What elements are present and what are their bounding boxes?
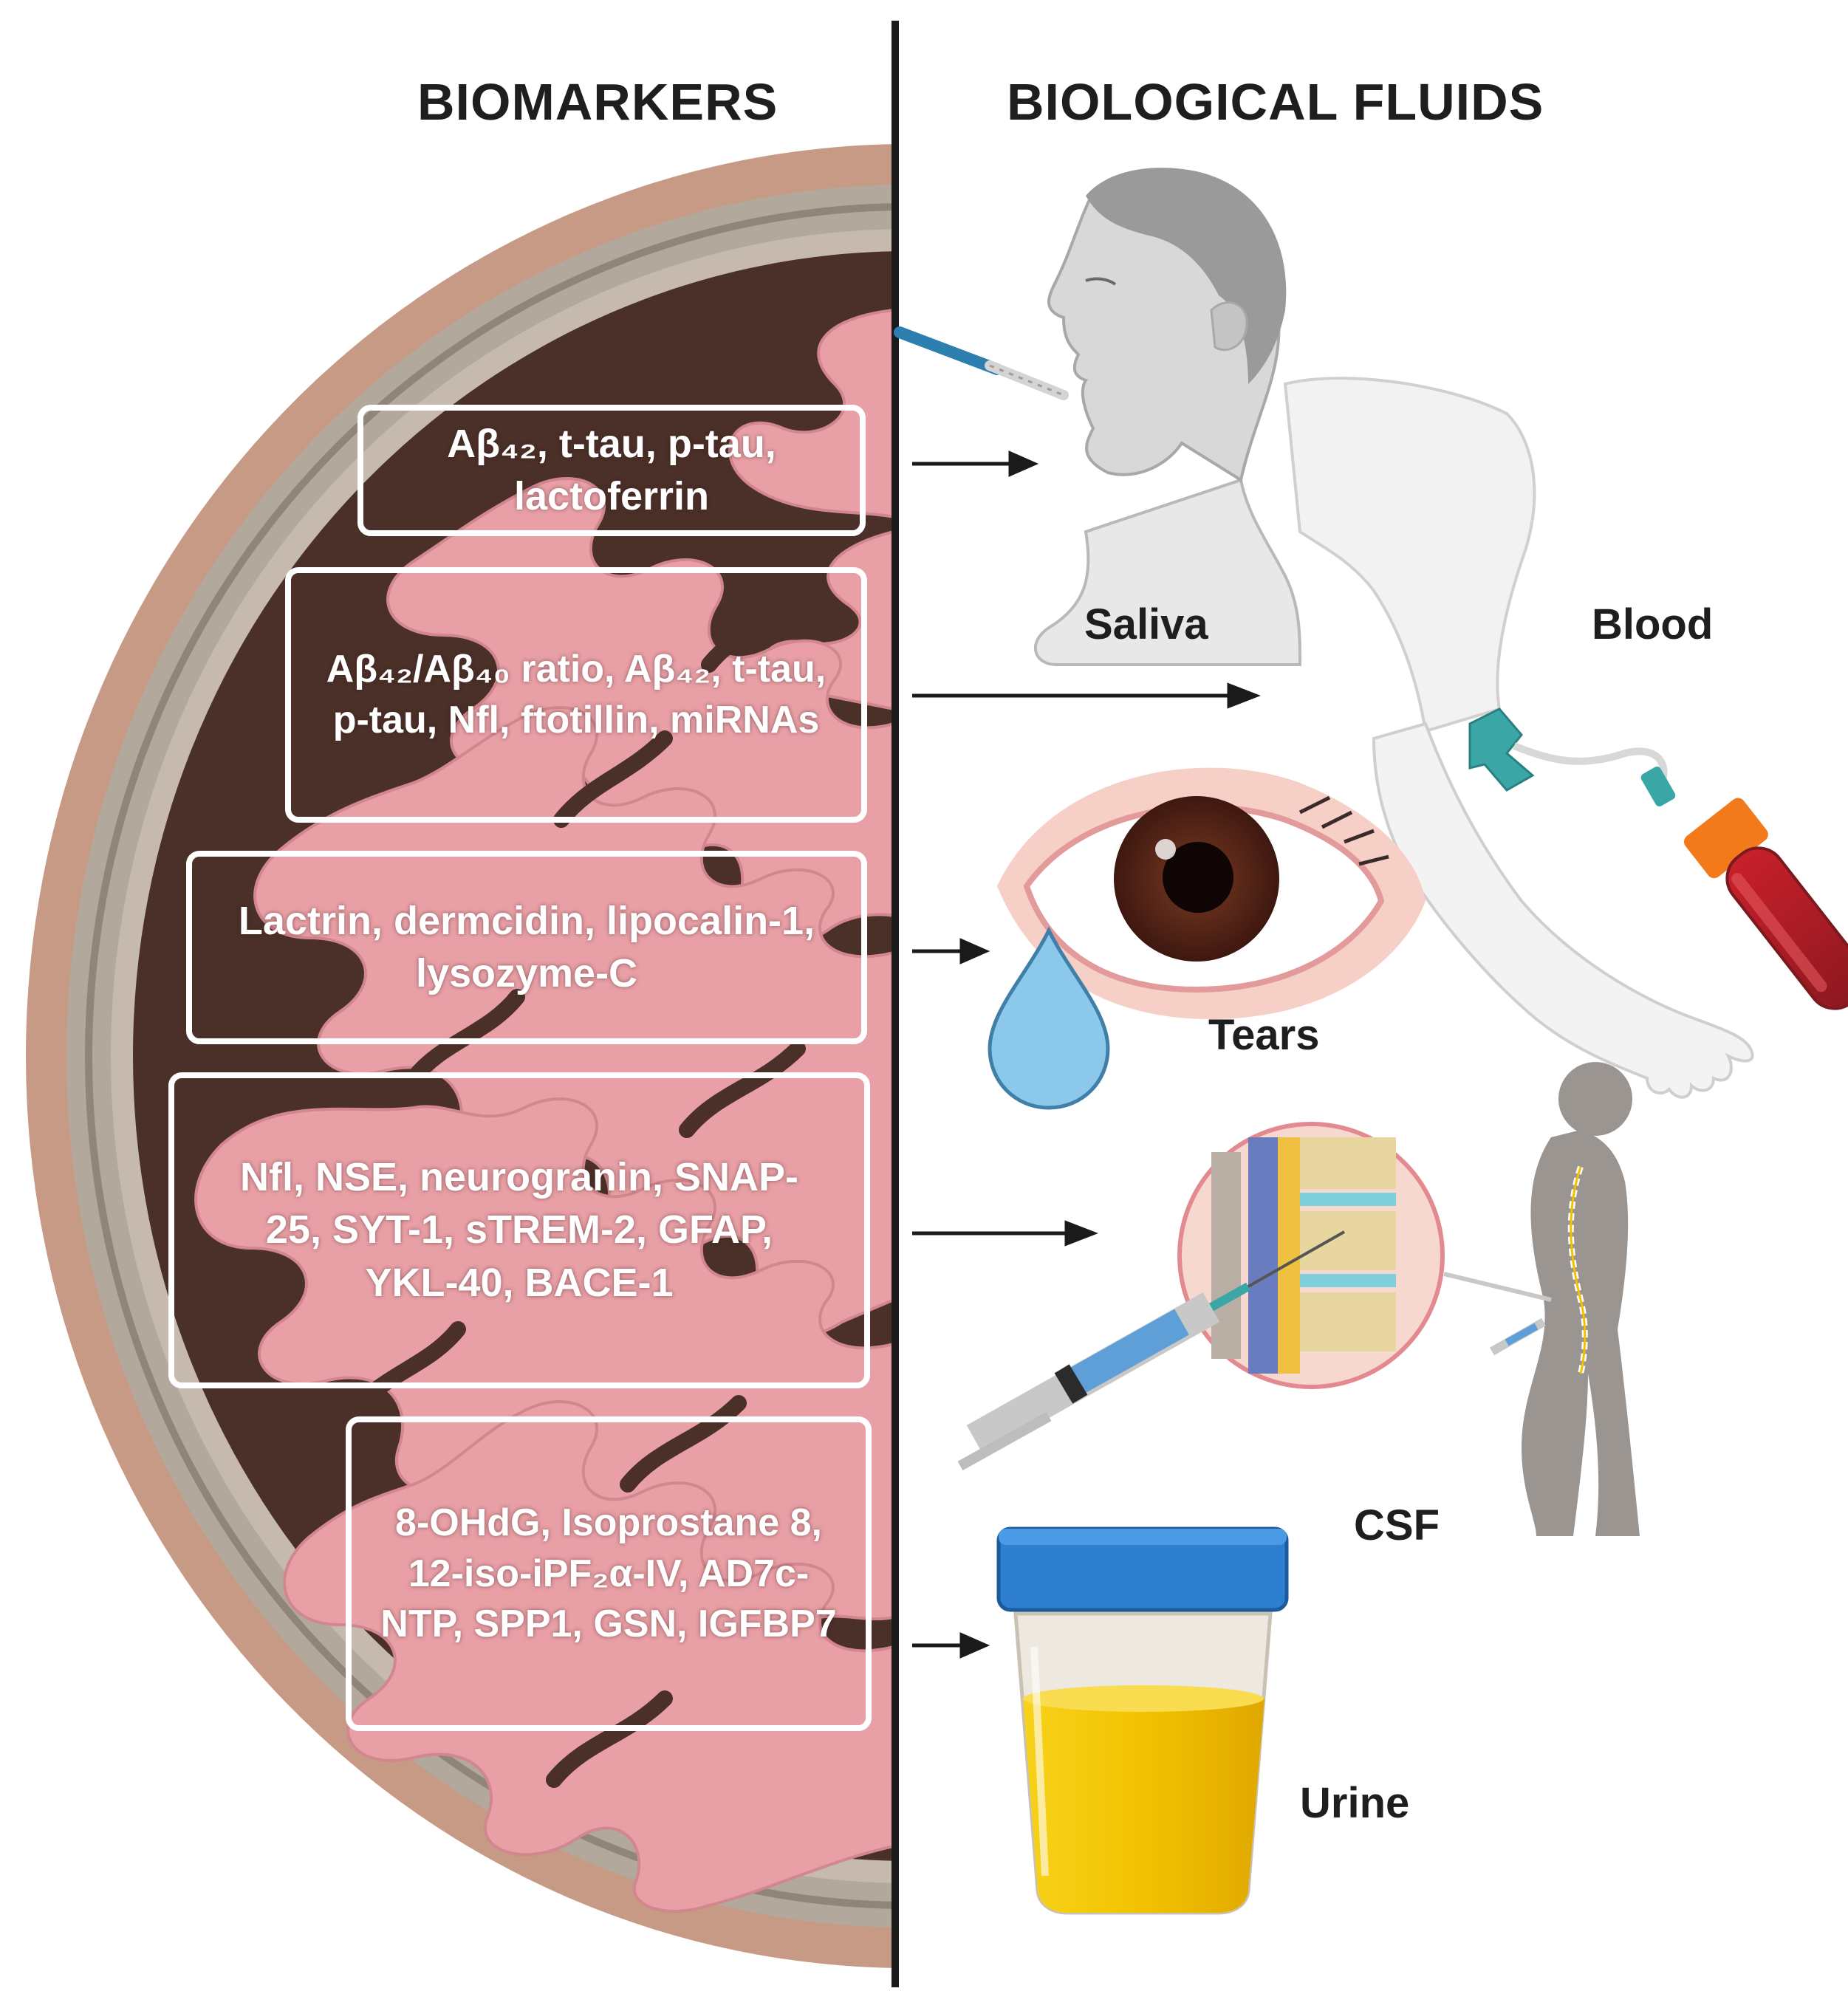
syringe-icon [957, 1230, 1345, 1471]
tears-label: Tears [1208, 1011, 1320, 1059]
tears-eye-illustration [988, 767, 1426, 1110]
blood-label: Blood [1592, 600, 1714, 648]
hair [1086, 168, 1287, 384]
saliva-person-illustration [894, 168, 1536, 733]
arrow-tears [912, 938, 990, 964]
biomarkers-header: BIOMARKERS [417, 73, 778, 131]
tear-drop-icon [988, 926, 1110, 1110]
saliva-swab-icon [894, 326, 1069, 400]
spine-cross-section [1211, 1137, 1396, 1374]
eyelashes [1298, 795, 1389, 866]
neck-shoulders [1033, 478, 1302, 666]
biomarker-box-saliva-text: Aβ₄₂, t-tau, p-tau, lactoferrin [447, 421, 776, 518]
eye-highlight [1155, 839, 1176, 860]
biological-fluids-header: BIOLOGICAL FLUIDS [1007, 73, 1544, 131]
magnifier-pointer [1443, 1272, 1552, 1302]
blood-tube-icon [1683, 798, 1848, 1010]
urine-fill [1023, 1699, 1264, 1913]
arrow-csf [912, 1220, 1098, 1247]
brain-cross-section [26, 144, 894, 1968]
csf-illustration [957, 1062, 1640, 1536]
biomarker-box-tears-text: Lactrin, dermcidin, lipocalin-1, lysozym… [238, 898, 815, 995]
urine-label: Urine [1300, 1779, 1410, 1827]
eye-line [1085, 277, 1117, 286]
skull-inner-line [85, 203, 894, 1909]
biomarker-box-blood-text: Aβ₄₂/Aβ₄₀ ratio, Aβ₄₂, t-tau, p-tau, Nfl… [326, 648, 827, 741]
pupil [1163, 842, 1233, 913]
biomarker-box-tears: Lactrin, dermcidin, lipocalin-1, lysozym… [186, 851, 867, 1044]
brain-sulci [346, 583, 821, 1788]
biomarker-box-blood: Aβ₄₂/Aβ₄₀ ratio, Aβ₄₂, t-tau, p-tau, Nfl… [285, 567, 867, 823]
biomarker-box-urine: 8-OHdG, Isoprostane 8, 12-iso-iPF₂α-IV, … [346, 1416, 872, 1731]
csf-label: CSF [1354, 1501, 1440, 1549]
brain-gyri [194, 308, 894, 1913]
arrow-urine [912, 1632, 990, 1659]
arrows [912, 450, 1261, 1659]
biomarker-box-csf-text: Nfl, NSE, neurogranin, SNAP-25, SYT-1, s… [239, 1155, 799, 1305]
butterfly-needle-icon [1468, 707, 1676, 806]
arrow-blood [912, 682, 1261, 709]
arm-outline [1283, 377, 1536, 733]
saliva-label: Saliva [1084, 600, 1208, 648]
blood-arm-illustration [1372, 707, 1848, 1099]
small-syringe-icon [1490, 1317, 1546, 1356]
standing-person-silhouette [1522, 1062, 1640, 1536]
biomarker-box-saliva: Aβ₄₂, t-tau, p-tau, lactoferrin [357, 405, 866, 536]
arrow-saliva [912, 450, 1039, 477]
urine-cup-illustration [996, 1526, 1289, 1915]
biomarker-box-csf: Nfl, NSE, neurogranin, SNAP-25, SYT-1, s… [168, 1072, 870, 1388]
ear [1210, 301, 1248, 352]
biomarker-box-urine-text: 8-OHdG, Isoprostane 8, 12-iso-iPF₂α-IV, … [380, 1501, 837, 1646]
arm [1372, 722, 1754, 1099]
